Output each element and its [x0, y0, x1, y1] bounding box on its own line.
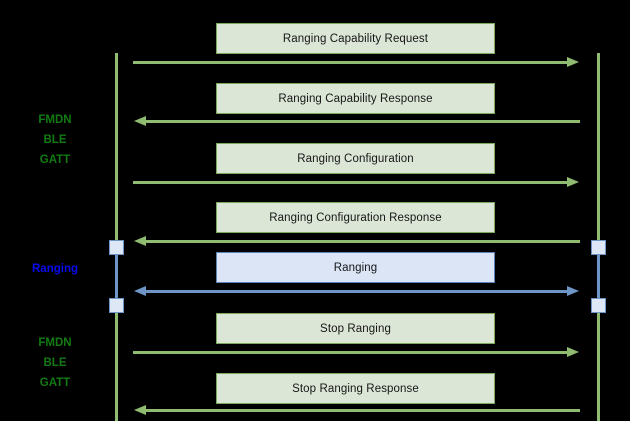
- message-arrow-ranging: [134, 286, 579, 296]
- arrowhead-right-icon: [567, 286, 579, 296]
- left-lifeline-segment-upper: [115, 53, 118, 243]
- right-activation-start: [591, 240, 606, 255]
- arrow-shaft: [145, 290, 568, 293]
- arrow-shaft: [145, 240, 580, 243]
- message-box-stop-ranging-response: Stop Ranging Response: [216, 373, 495, 404]
- message-arrow-stop-ranging-response: [134, 405, 580, 415]
- left-lifeline-segment-ranging: [115, 250, 118, 307]
- right-lifeline-segment-upper: [597, 53, 600, 243]
- arrow-shaft: [133, 351, 568, 354]
- right-lifeline-segment-lower: [597, 306, 600, 421]
- left-activation-start: [109, 240, 124, 255]
- message-arrow-stop-ranging: [133, 347, 579, 357]
- arrow-shaft: [145, 120, 580, 123]
- message-arrow-ranging-capability-response: [134, 116, 580, 126]
- right-activation-end: [591, 298, 606, 313]
- message-box-stop-ranging: Stop Ranging: [216, 313, 495, 344]
- arrowhead-right-icon: [567, 347, 579, 357]
- arrowhead-left-icon: [134, 286, 146, 296]
- phase-label-fmdn-ble-gatt-bottom: FMDN BLE GATT: [38, 337, 72, 389]
- arrow-shaft: [145, 409, 580, 412]
- message-box-ranging-capability-request: Ranging Capability Request: [216, 23, 495, 54]
- arrowhead-left-icon: [134, 116, 146, 126]
- arrow-shaft: [133, 181, 568, 184]
- message-box-ranging-configuration-response: Ranging Configuration Response: [216, 202, 495, 233]
- arrow-shaft: [133, 61, 568, 64]
- message-box-ranging: Ranging: [216, 252, 495, 283]
- arrowhead-left-icon: [134, 236, 146, 246]
- message-arrow-ranging-configuration: [133, 177, 579, 187]
- message-box-ranging-configuration: Ranging Configuration: [216, 143, 495, 174]
- left-activation-end: [109, 298, 124, 313]
- phase-label-ranging: Ranging: [32, 263, 78, 275]
- message-arrow-ranging-configuration-response: [134, 236, 580, 246]
- arrowhead-left-icon: [134, 405, 146, 415]
- message-arrow-ranging-capability-request: [133, 57, 579, 67]
- right-lifeline-segment-ranging: [597, 250, 600, 307]
- phase-label-fmdn-ble-gatt-top: FMDN BLE GATT: [38, 114, 72, 166]
- arrowhead-right-icon: [567, 177, 579, 187]
- arrowhead-right-icon: [567, 57, 579, 67]
- left-lifeline-segment-lower: [115, 306, 118, 421]
- message-box-ranging-capability-response: Ranging Capability Response: [216, 83, 495, 114]
